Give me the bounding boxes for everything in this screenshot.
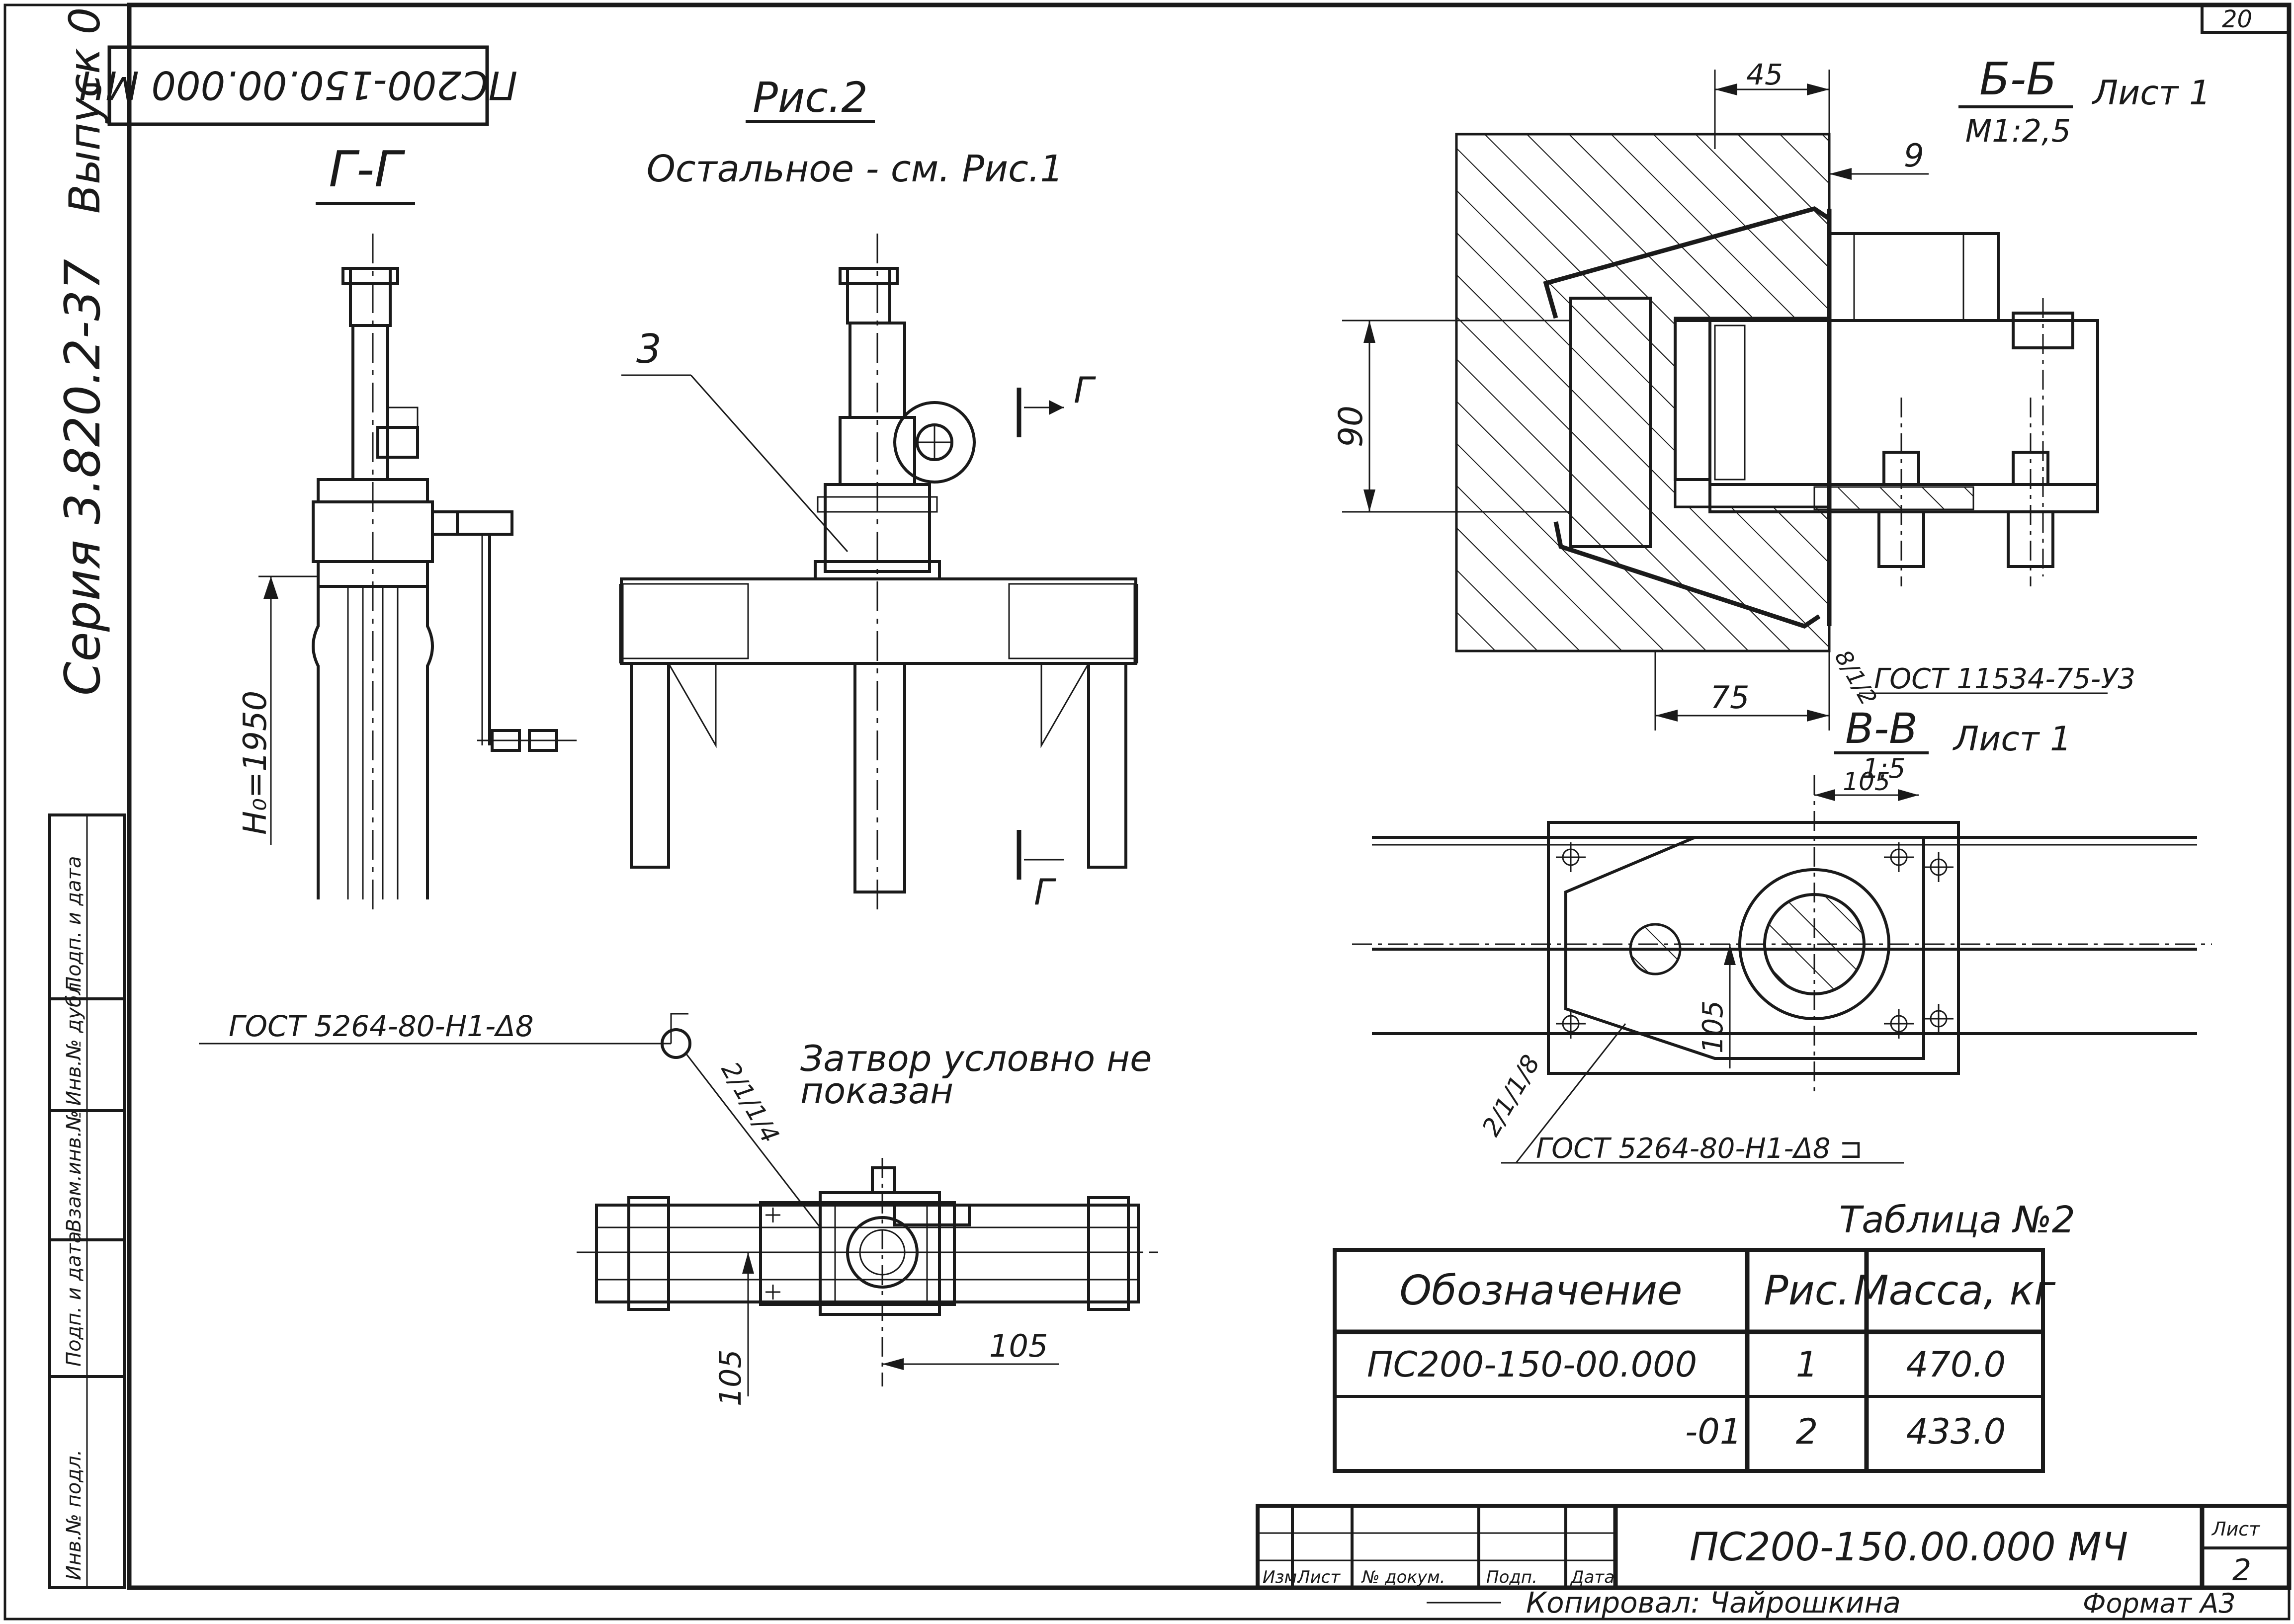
table-row-1-fig: 1	[1796, 1344, 1818, 1385]
dim-9: 9	[1904, 138, 1924, 174]
section-vv-weld: 2/1/1/8	[1476, 1050, 1545, 1141]
table-row-2-designation: -01	[1685, 1411, 1742, 1452]
side-label-series: Серия 3.820.2-37	[55, 259, 111, 696]
section-gg-height-label: Н₀=1950	[237, 691, 274, 835]
plan-dim-105-h: 105	[989, 1328, 1048, 1364]
table-row-2-fig: 2	[1796, 1411, 1818, 1452]
title-col-doc: № докум.	[1361, 1567, 1445, 1587]
section-gg-view: Г-Г Н₀=1950	[237, 140, 577, 909]
section-bb-title: Б-Б	[1979, 53, 2057, 105]
title-block-code: ПС200-150.00.000 МЧ	[1690, 1525, 2128, 1570]
side-label-issue: Выпуск 0	[60, 7, 110, 214]
dim-45: 45	[1746, 58, 1783, 91]
side-cell-1: Инв.№ подл.	[63, 1450, 85, 1580]
plan-view: ГОСТ 5264-80-Н1-Δ8 2/1/1/4 Затвор условн…	[199, 1009, 1158, 1406]
plan-dim-105-v: 105	[713, 1349, 748, 1406]
cut-marker-bottom: Г	[1034, 871, 1056, 913]
section-gg-title: Г-Г	[329, 140, 406, 198]
section-bb-scale: М1:2,5	[1965, 113, 2071, 149]
mass-table: Таблица №2 Обозначение Рис. Масса, кг ПС…	[1333, 1199, 2075, 1473]
section-vv-title: В-В	[1845, 704, 1918, 753]
side-cell-4: Инв.№ дубл.	[63, 976, 85, 1106]
side-cell-3: Взам.инв.№	[63, 1110, 85, 1232]
page-number: 20	[2222, 5, 2252, 33]
section-vv-sheet-ref: Лист 1	[1952, 720, 2071, 759]
top-stamp-text: ПС200-150.00.000 МЧ	[79, 62, 517, 107]
leader-number-3: 3	[636, 326, 662, 372]
section-bb-view: Б-Б М1:2,5 Лист 1 45	[1332, 53, 2210, 731]
section-bb-sheet-ref: Лист 1	[2091, 74, 2210, 113]
table-row-2-mass: 433.0	[1906, 1411, 2006, 1452]
table-row-1-mass: 470.0	[1906, 1344, 2006, 1385]
section-vv-view: В-В 1:5 Лист 1 105 10	[1352, 704, 2212, 1165]
top-stamp: ПС200-150.00.000 МЧ	[79, 45, 517, 126]
dim-75: 75	[1710, 679, 1750, 716]
copied-by: Копировал: Чайрошкина	[1526, 1586, 1901, 1620]
section-bb-gost: ГОСТ 11534-75-У3	[1874, 663, 2135, 695]
table-header-designation: Обозначение	[1400, 1267, 1683, 1314]
title-block-sheet-no: 2	[2232, 1553, 2251, 1588]
title-col-rev: Изм.	[1263, 1567, 1302, 1587]
dim-105-vv-side: 105	[1697, 1000, 1729, 1054]
plan-note-line2: показан	[800, 1070, 953, 1112]
sheet-frame	[3, 2, 2292, 1621]
figure-caption: Рис.2	[753, 73, 868, 122]
table-title: Таблица №2	[1839, 1199, 2075, 1241]
title-block: Изм. Лист № докум. Подп. Дата ПС200-150.…	[1256, 1504, 2291, 1590]
cut-marker-top: Г	[1074, 369, 1096, 411]
plan-note-line1: Затвор условно не	[800, 1038, 1152, 1079]
side-cell-5: Подп. и дата	[63, 856, 85, 991]
plan-gost: ГОСТ 5264-80-Н1-Δ8	[229, 1009, 534, 1043]
side-stamp-column: Инв.№ подл. Подп. и дата Взам.инв.№ Инв.…	[48, 813, 126, 1589]
table-header-fig: Рис.	[1764, 1267, 1850, 1314]
title-col-sign: Подп.	[1486, 1567, 1537, 1587]
figure-note: Остальное - см. Рис.1	[647, 148, 1064, 190]
title-block-sheet-label: Лист	[2211, 1518, 2261, 1540]
dim-90: 90	[1332, 406, 1370, 447]
table-row-1-designation: ПС200-150-00.000	[1367, 1344, 1697, 1385]
section-vv-gost: ГОСТ 5264-80-Н1-Δ8 ⊐	[1536, 1133, 1863, 1165]
title-col-sheet: Лист	[1296, 1567, 1341, 1587]
table-header-mass: Масса, кг	[1854, 1267, 2056, 1314]
title-col-date: Дата	[1570, 1567, 1614, 1587]
side-cell-2: Подп. и дата	[63, 1231, 85, 1367]
format-label: Формат А3	[2083, 1588, 2236, 1619]
main-elevation-view: 3 Г Г	[619, 234, 1138, 914]
plan-weld: 2/1/1/4	[716, 1057, 785, 1148]
dim-105-vv-top: 105	[1843, 767, 1890, 796]
section-vv-scale: 1:5	[1863, 753, 1906, 784]
